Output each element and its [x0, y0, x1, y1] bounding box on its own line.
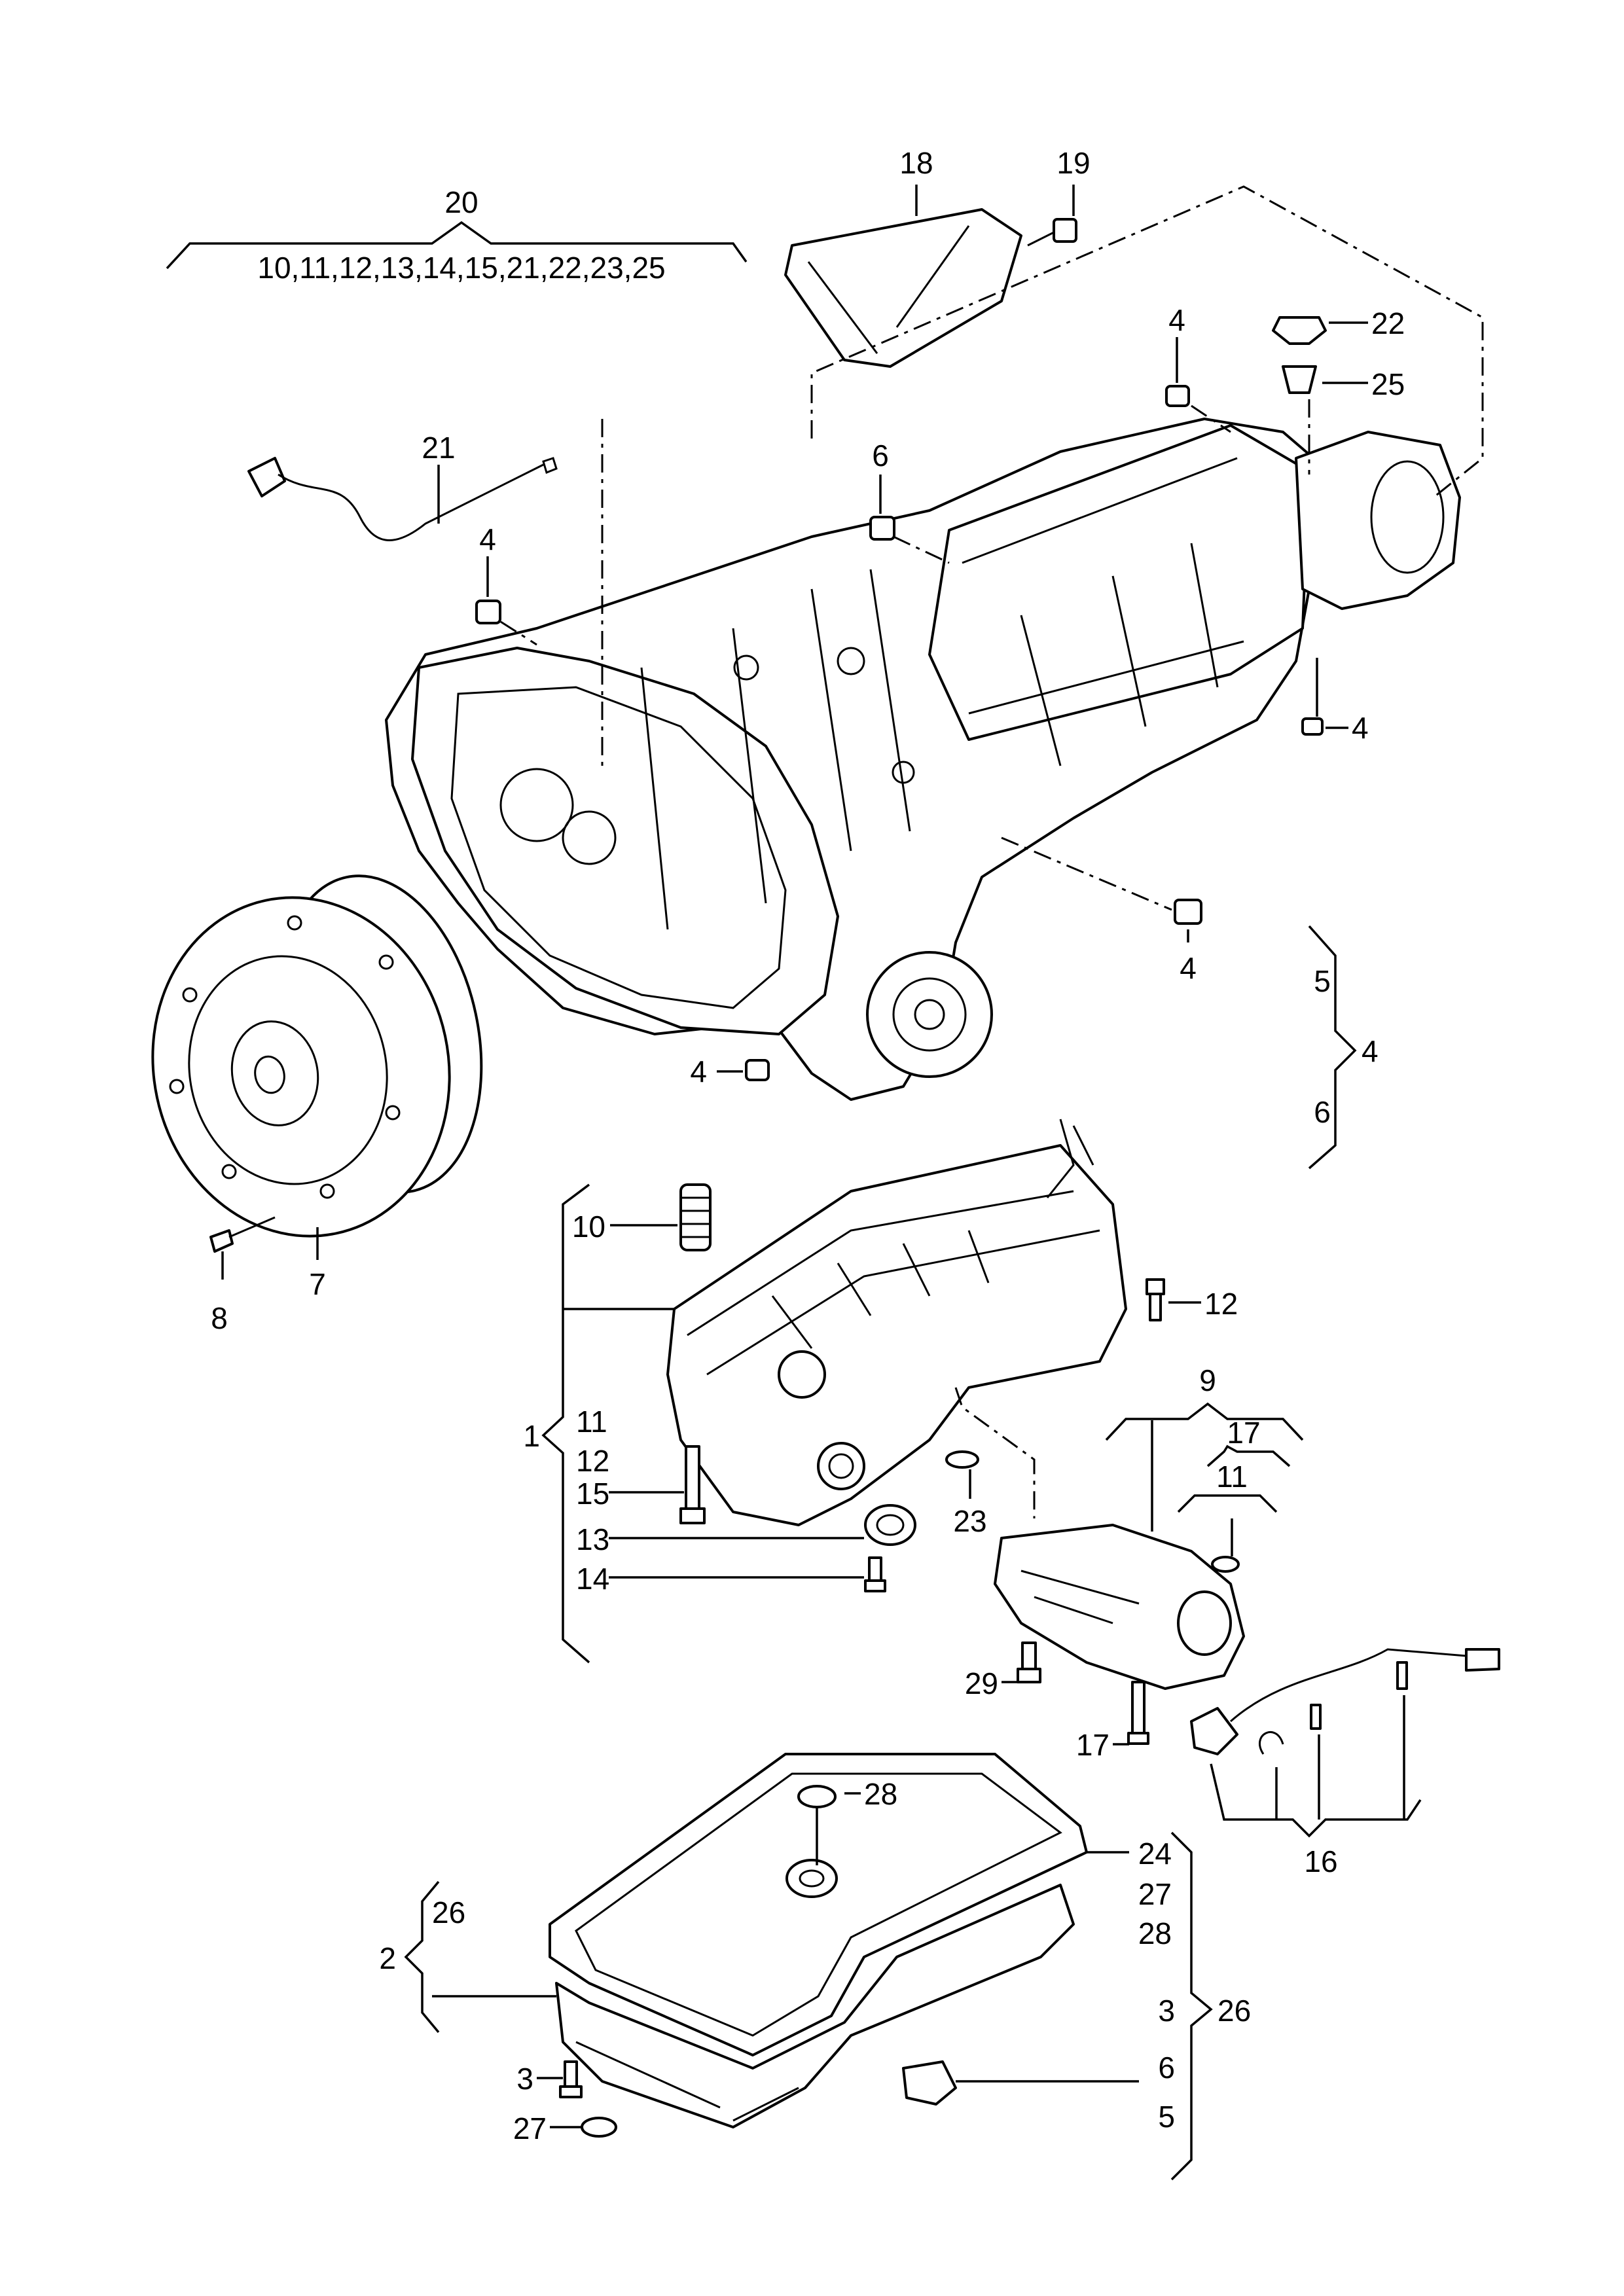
callout-12-right: 12 — [1204, 1287, 1238, 1321]
bolt-12[interactable] — [1146, 1278, 1165, 1321]
plug-4-top[interactable] — [1165, 385, 1190, 407]
callout-6-bottom: 6 — [1158, 2051, 1175, 2085]
callout-28-right: 28 — [1138, 1916, 1172, 1950]
callout-29: 29 — [965, 1666, 998, 1700]
wiring-harness-21[interactable] — [247, 457, 558, 541]
torque-converter[interactable] — [122, 857, 509, 1264]
callout-16: 16 — [1304, 1844, 1337, 1878]
callout-15: 15 — [576, 1477, 609, 1511]
mechatronic-unit[interactable] — [666, 1119, 1127, 1526]
callout-26-left: 26 — [432, 1895, 465, 1929]
callout-5-right: 5 — [1314, 964, 1331, 998]
callout-18: 18 — [899, 146, 933, 180]
seal-13[interactable] — [864, 1504, 916, 1546]
callout-6-right: 6 — [1314, 1095, 1331, 1129]
callout-17-bottom: 17 — [1076, 1728, 1110, 1762]
oil-pan[interactable] — [555, 1884, 1075, 2128]
callout-12-left: 12 — [576, 1444, 609, 1478]
plug-4-mid[interactable] — [1174, 899, 1202, 925]
callout-14: 14 — [576, 1562, 609, 1596]
callout-22: 22 — [1371, 306, 1405, 340]
plug-4-left[interactable] — [475, 600, 501, 624]
bolt-29[interactable] — [1017, 1641, 1041, 1683]
bolt-15[interactable] — [679, 1445, 706, 1524]
bolt-14[interactable] — [864, 1556, 886, 1592]
callout-5-bottom: 5 — [1158, 2100, 1175, 2134]
breather-sleeve-25[interactable] — [1282, 365, 1317, 394]
plug-4-right[interactable] — [1301, 717, 1324, 736]
callout-27-right: 27 — [1138, 1877, 1172, 1911]
callout-2: 2 — [379, 1941, 396, 1975]
callout-4-left: 4 — [479, 522, 496, 556]
callout-19: 19 — [1056, 146, 1090, 180]
o-ring-11[interactable] — [1211, 1556, 1240, 1573]
o-ring-28[interactable] — [797, 1785, 837, 1808]
o-ring-23[interactable] — [945, 1450, 979, 1469]
callout-27-left: 27 — [513, 2111, 547, 2145]
callout-23: 23 — [953, 1504, 986, 1538]
callout-4-mid: 4 — [1180, 951, 1197, 985]
callout-4-bottom: 4 — [690, 1054, 707, 1088]
callout-21: 21 — [422, 431, 455, 465]
plug-6-top[interactable] — [869, 516, 895, 541]
cover-18[interactable] — [784, 208, 1022, 368]
bolt-8[interactable] — [209, 1216, 276, 1253]
o-ring-27[interactable] — [581, 2117, 617, 2138]
callout-10: 10 — [572, 1210, 605, 1244]
callout-26-right: 26 — [1218, 1994, 1251, 2028]
callout-3-right: 3 — [1158, 1994, 1175, 2028]
callout-7: 7 — [309, 1267, 326, 1301]
callout-25: 25 — [1371, 367, 1405, 401]
callout-1: 1 — [523, 1419, 540, 1453]
plug-5[interactable] — [902, 2060, 957, 2106]
callout-9: 9 — [1199, 1363, 1216, 1397]
callout-labels: 20 10,11,12,13,14,15,21,22,23,25 18 19 2… — [211, 146, 1405, 2145]
bolt-17[interactable] — [1127, 1681, 1149, 1745]
callout-4-right: 4 — [1352, 711, 1369, 745]
bolt-3[interactable] — [559, 2060, 583, 2098]
callout-6-top: 6 — [872, 439, 889, 473]
callout-11-right: 11 — [1216, 1460, 1248, 1494]
callout-4-top: 4 — [1168, 303, 1185, 337]
breather-cap-22[interactable] — [1272, 316, 1327, 345]
plug-4-bottom[interactable] — [745, 1059, 770, 1081]
gasket-24[interactable] — [549, 1753, 1088, 2056]
seal-28[interactable] — [785, 1859, 838, 1898]
screw-19[interactable] — [1027, 218, 1077, 247]
callout-8: 8 — [211, 1301, 228, 1335]
callout-3-left: 3 — [516, 2062, 533, 2096]
leader-lines — [166, 185, 1484, 2181]
callout-4-group: 4 — [1362, 1034, 1379, 1068]
callout-13: 13 — [576, 1522, 609, 1556]
callout-11-left: 11 — [576, 1405, 607, 1439]
actuator-9[interactable] — [994, 1524, 1245, 1690]
sensor-harness-16[interactable] — [1190, 1648, 1500, 1755]
transmission-housing[interactable] — [385, 418, 1461, 1101]
callout-17-top: 17 — [1227, 1416, 1260, 1450]
callout-24: 24 — [1138, 1837, 1172, 1871]
callout-20: 20 — [444, 185, 478, 219]
callout-28-top: 28 — [864, 1777, 897, 1811]
filter-spring[interactable] — [679, 1183, 712, 1251]
kit-20-contents: 10,11,12,13,14,15,21,22,23,25 — [257, 251, 665, 285]
